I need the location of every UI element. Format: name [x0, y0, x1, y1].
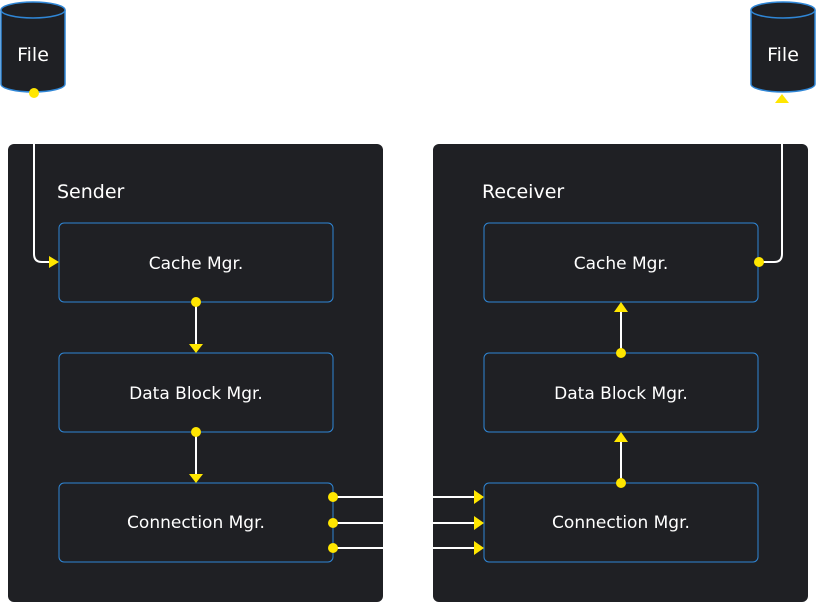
- receiver-data-block-mgr-label: Data Block Mgr.: [554, 384, 688, 404]
- sender-cache-to-data-block-connector: [189, 297, 203, 353]
- destination-file-cylinder: File: [750, 1, 816, 93]
- sender-data-block-mgr: Data Block Mgr.: [58, 352, 334, 433]
- sender-connection-mgr: Connection Mgr.: [58, 482, 334, 563]
- source-file-label: File: [17, 44, 49, 66]
- receiver-data-block-mgr: Data Block Mgr.: [483, 352, 759, 433]
- receiver-cache-mgr: Cache Mgr.: [483, 222, 759, 303]
- sender-data-block-mgr-label: Data Block Mgr.: [129, 384, 263, 404]
- receiver-title: Receiver: [482, 181, 564, 203]
- sender-cache-mgr: Cache Mgr.: [58, 222, 334, 303]
- receiver-cache-output-port: [754, 257, 764, 267]
- file-to-sender-cache-connector: [29, 88, 59, 268]
- destination-file-label: File: [767, 44, 799, 66]
- sender-data-block-to-connection-connector: [189, 427, 203, 483]
- network-connection-1: [328, 490, 484, 504]
- network-connection-2: [328, 516, 484, 530]
- receiver-data-block-to-cache-connector: [614, 302, 628, 358]
- source-file-port: [29, 88, 39, 98]
- receiver-connection-mgr-label: Connection Mgr.: [552, 513, 690, 533]
- receiver-cache-to-file-connector: [754, 94, 789, 267]
- source-file-cylinder: File: [0, 1, 66, 93]
- receiver-connection-mgr: Connection Mgr.: [483, 482, 759, 563]
- sender-cache-mgr-label: Cache Mgr.: [149, 254, 244, 274]
- network-connection-3: [328, 541, 484, 555]
- destination-file-input-arrow: [775, 94, 789, 103]
- sender-title: Sender: [57, 181, 125, 203]
- receiver-connection-to-data-block-connector: [614, 432, 628, 488]
- sender-connection-mgr-label: Connection Mgr.: [127, 513, 265, 533]
- sender-cache-input-arrow: [49, 256, 59, 268]
- receiver-cache-mgr-label: Cache Mgr.: [574, 254, 669, 274]
